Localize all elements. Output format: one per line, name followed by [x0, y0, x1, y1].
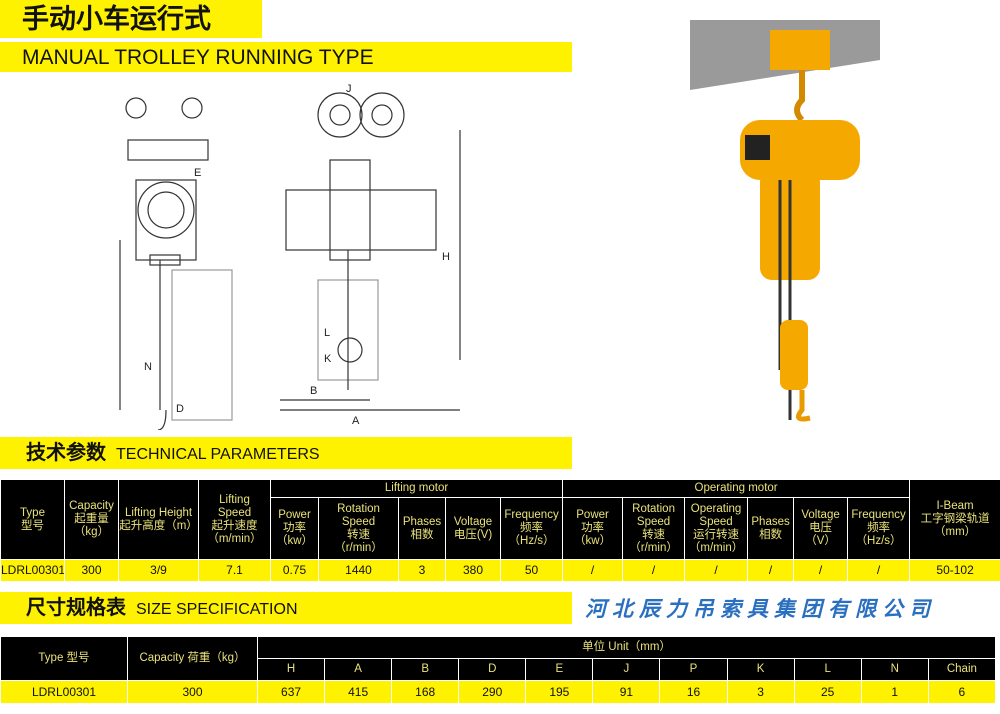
th-dim-h: H: [256, 658, 326, 681]
dim-label-n: N: [144, 361, 152, 373]
cell: 3: [398, 559, 446, 582]
dim-label-j: J: [346, 83, 352, 95]
cell: 637: [256, 680, 326, 704]
th-size-type: Type 型号: [0, 636, 128, 681]
th-dim-d: D: [458, 658, 527, 681]
th-lift-rotation: Rotation Speed 转速 （r/min）: [318, 497, 399, 560]
dim-label-e: E: [194, 167, 201, 179]
th-op-speed: Operating Speed 运行转速 （m/min）: [684, 497, 749, 560]
cell: 3: [726, 680, 795, 704]
cell: LDRL00301: [0, 680, 128, 704]
tech-section-en: TECHNICAL PARAMETERS: [116, 446, 320, 463]
th-lift-phases: Phases 相数: [398, 497, 446, 560]
tech-section-cn: 技术参数: [26, 442, 106, 464]
tech-section-header: 技术参数 TECHNICAL PARAMETERS: [0, 437, 572, 469]
th-dim-p: P: [659, 658, 728, 681]
cell: 290: [458, 680, 527, 704]
th-dim-k: K: [726, 658, 795, 681]
dim-label-l: L: [324, 327, 330, 339]
th-group-lifting-motor: Lifting motor: [269, 479, 564, 498]
table-row: LDRL00301 300 3/9 7.1 0.75 1440 3 380 50…: [0, 559, 1000, 582]
size-section-header: 尺寸规格表 SIZE SPECIFICATION: [0, 592, 572, 624]
cell: 1: [860, 680, 929, 704]
cell: 50: [499, 559, 564, 582]
th-lifting-speed: Lifting Speed 起升速度 （m/min）: [198, 479, 271, 560]
cell: /: [562, 559, 624, 582]
cell: 195: [525, 680, 594, 704]
th-lift-frequency: Frequency 频率 （Hz/s）: [499, 497, 564, 560]
th-lifting-height: Lifting Height 起升高度（m）: [118, 479, 199, 560]
th-unit: 单位 Unit（mm）: [257, 636, 996, 659]
hoist-photo: [690, 20, 880, 422]
cell: 16: [659, 680, 728, 704]
dim-label-a: A: [352, 415, 360, 427]
th-group-operating-motor: Operating motor: [562, 479, 911, 498]
cell: 300: [64, 559, 119, 582]
dim-label-k: K: [324, 353, 332, 365]
th-dim-e: E: [525, 658, 594, 681]
cell: 1440: [318, 559, 399, 582]
th-op-phases: Phases 相数: [747, 497, 795, 560]
th-size-capacity: Capacity 荷重（kg）: [127, 636, 258, 681]
cell: 7.1: [198, 559, 271, 582]
cell: 91: [592, 680, 661, 704]
th-type: Type 型号: [0, 479, 65, 560]
cell: 168: [391, 680, 460, 704]
cell: /: [793, 559, 849, 582]
th-op-rotation: Rotation Speed 转速 （r/min）: [622, 497, 686, 560]
cell: /: [684, 559, 749, 582]
dim-label-d: D: [176, 403, 184, 415]
th-i-beam: I-Beam 工字钢梁轨道 （mm）: [909, 479, 1000, 560]
cell: 3/9: [118, 559, 199, 582]
th-dim-j: J: [592, 658, 661, 681]
dim-label-b: B: [310, 385, 317, 397]
cell: 380: [445, 559, 501, 582]
title-en: MANUAL TROLLEY RUNNING TYPE: [0, 42, 572, 72]
cell: 300: [127, 680, 258, 704]
th-op-frequency: Frequency 频率 （Hz/s）: [847, 497, 911, 560]
th-op-voltage: Voltage 电压 （V）: [793, 497, 849, 560]
th-dim-b: B: [391, 658, 460, 681]
dim-label-h: H: [442, 251, 450, 263]
th-lift-voltage: Voltage 电压(V): [445, 497, 501, 560]
tech-params-table: Type 型号 Capacity 起重量 （kg） Lifting Height…: [0, 479, 1000, 582]
th-lift-power: Power 功率 （kw）: [270, 497, 319, 560]
th-dim-n: N: [860, 658, 929, 681]
th-dim-a: A: [324, 658, 393, 681]
th-op-power: Power 功率 （kw）: [562, 497, 624, 560]
technical-drawing: E J H N D B A L K: [119, 83, 461, 430]
cell: 25: [793, 680, 862, 704]
cell: 50-102: [909, 559, 1000, 582]
cell: LDRL00301: [0, 559, 65, 582]
watermark: 河北辰力吊索具集团有限公司: [585, 596, 936, 621]
th-dim-l: L: [793, 658, 862, 681]
cell: 415: [324, 680, 393, 704]
cell: /: [622, 559, 686, 582]
size-section-cn: 尺寸规格表: [26, 597, 126, 619]
cell: 6: [927, 680, 997, 704]
th-dim-chain: Chain: [927, 658, 997, 681]
title-cn: 手动小车运行式: [0, 0, 262, 38]
cell: 0.75: [270, 559, 319, 582]
size-section-en: SIZE SPECIFICATION: [136, 601, 298, 618]
cell: /: [847, 559, 911, 582]
th-capacity: Capacity 起重量 （kg）: [64, 479, 119, 560]
cell: /: [747, 559, 795, 582]
